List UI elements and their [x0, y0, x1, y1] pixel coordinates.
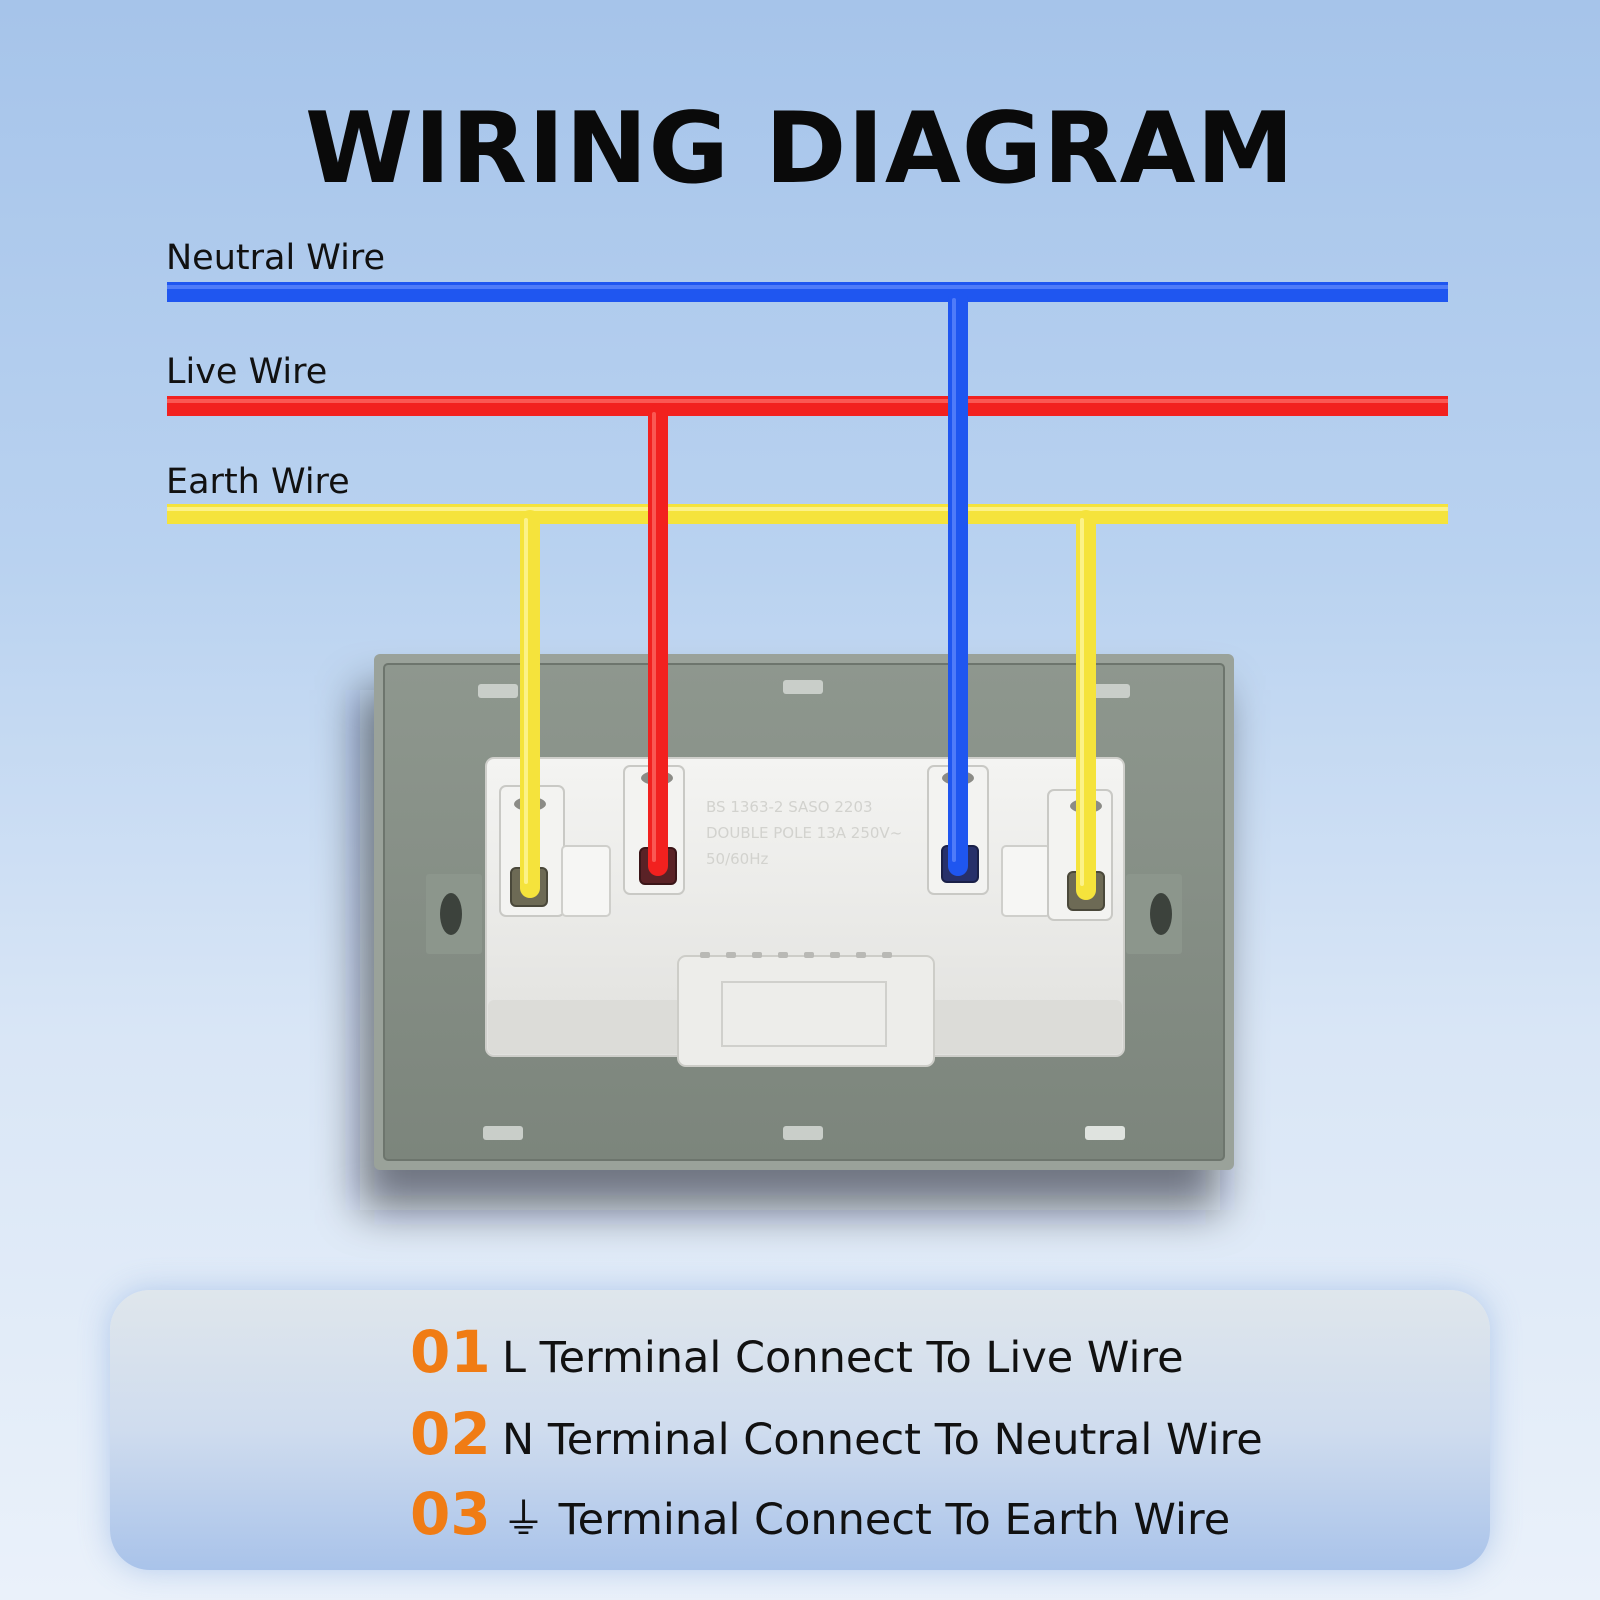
legend-number: 01 [410, 1318, 491, 1386]
plate-clip [478, 684, 518, 698]
legend-number: 03 [410, 1480, 491, 1548]
legend-panel: 01 L Terminal Connect To Live Wire 02 N … [110, 1290, 1490, 1570]
plate-clip [783, 680, 823, 694]
module-marking: BS 1363-2 SASO 2203 [706, 798, 873, 816]
plate-clip [483, 1126, 523, 1140]
module-marking: 50/60Hz [706, 850, 769, 868]
module-marking: DOUBLE POLE 13A 250V~ [706, 824, 902, 842]
socket-module: BS 1363-2 SASO 2203 DOUBLE POLE 13A 250V… [485, 757, 1125, 1067]
diagram-title: WIRING DIAGRAM [305, 92, 1295, 206]
terminal-block [677, 955, 935, 1067]
legend-text: L Terminal Connect To Live Wire [502, 1333, 1184, 1383]
plate-clip [783, 1126, 823, 1140]
legend-text: N Terminal Connect To Neutral Wire [502, 1415, 1263, 1465]
neutral-wire-label: Neutral Wire [166, 238, 386, 278]
plate-clip [1085, 1126, 1125, 1140]
earth-wire-label: Earth Wire [166, 462, 350, 502]
mounting-screw-hole [440, 893, 462, 935]
legend-item: 02 N Terminal Connect To Neutral Wire [410, 1400, 1263, 1468]
legend-text: ⏚ Terminal Connect To Earth Wire [502, 1495, 1231, 1545]
legend-number: 02 [410, 1400, 491, 1468]
legend-item: 03 ⏚ Terminal Connect To Earth Wire [410, 1480, 1230, 1548]
legend-item: 01 L Terminal Connect To Live Wire [410, 1318, 1184, 1386]
live-wire-label: Live Wire [166, 352, 328, 392]
mounting-screw-hole [1150, 893, 1172, 935]
plate-clip [1090, 684, 1130, 698]
